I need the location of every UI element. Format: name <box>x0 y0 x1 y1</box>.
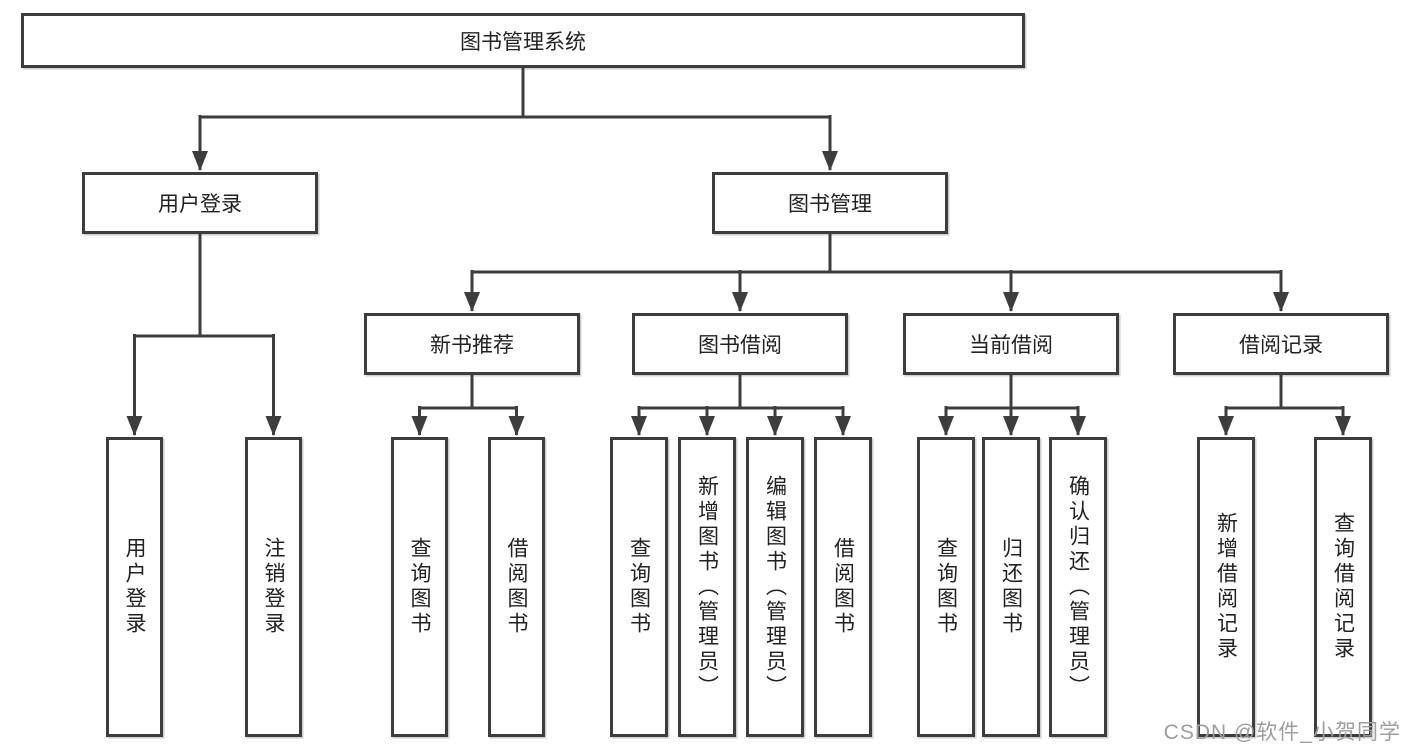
connector-root-level2 <box>200 68 830 119</box>
connector-new-book-recommend-children <box>419 375 517 410</box>
node-label: 查询图书 <box>934 537 958 637</box>
leaf-confirm-return-admin: 确认归还（管理员） <box>1049 437 1107 737</box>
node-label: 用户登录 <box>123 537 146 637</box>
connector-borrow-records-children <box>1226 375 1343 410</box>
leaf-current-query-book: 查询图书 <box>917 437 975 737</box>
node-label: 查询借阅记录 <box>1331 512 1355 662</box>
node-label: 新书推荐 <box>430 334 514 357</box>
node-label: 查询图书 <box>627 537 651 637</box>
node-label: 图书管理系统 <box>460 30 586 54</box>
node-user-login: 用户登录 <box>82 172 318 234</box>
leaf-recommend-query-book: 查询图书 <box>391 437 448 737</box>
node-label: 借阅记录 <box>1239 334 1323 357</box>
connector-user-login-children <box>134 234 274 338</box>
csdn-watermark: CSDN @软件_小贺同学 <box>1163 721 1401 744</box>
node-label: 借阅图书 <box>831 537 855 637</box>
node-label: 新增借阅记录 <box>1214 512 1238 662</box>
connector-book-borrow-children <box>639 375 843 410</box>
connector-book-management-children <box>472 234 1281 274</box>
leaf-recommend-borrow-book: 借阅图书 <box>488 437 545 737</box>
leaf-return-book: 归还图书 <box>982 437 1040 737</box>
node-current-borrow: 当前借阅 <box>903 313 1119 375</box>
node-library-management-system: 图书管理系统 <box>21 13 1025 68</box>
node-label: 编辑图书（管理员） <box>763 474 787 700</box>
node-label: 新增图书（管理员） <box>695 474 719 700</box>
node-new-book-recommend: 新书推荐 <box>364 313 580 375</box>
node-label: 图书管理 <box>788 193 872 216</box>
node-label: 图书借阅 <box>698 334 782 357</box>
node-book-management: 图书管理 <box>712 172 948 234</box>
leaf-logout-login: 注销登录 <box>245 437 302 737</box>
node-label: 归还图书 <box>999 537 1023 637</box>
leaf-add-book-admin: 新增图书（管理员） <box>678 437 736 737</box>
node-label: 当前借阅 <box>969 334 1053 357</box>
leaf-borrow-book: 借阅图书 <box>814 437 872 737</box>
node-borrow-records: 借阅记录 <box>1173 313 1389 375</box>
leaf-add-borrow-record: 新增借阅记录 <box>1197 437 1255 737</box>
node-label: 用户登录 <box>158 193 242 216</box>
node-label: 注销登录 <box>262 537 285 637</box>
leaf-user-login: 用户登录 <box>106 437 163 737</box>
node-label: 查询图书 <box>408 537 431 637</box>
leaf-borrow-query-book: 查询图书 <box>610 437 668 737</box>
node-label: 借阅图书 <box>505 537 528 637</box>
leaf-query-borrow-record: 查询借阅记录 <box>1314 437 1372 737</box>
node-label: 确认归还（管理员） <box>1066 474 1090 700</box>
connector-current-borrow-children <box>946 375 1078 410</box>
leaf-edit-book-admin: 编辑图书（管理员） <box>746 437 804 737</box>
node-book-borrow: 图书借阅 <box>632 313 848 375</box>
